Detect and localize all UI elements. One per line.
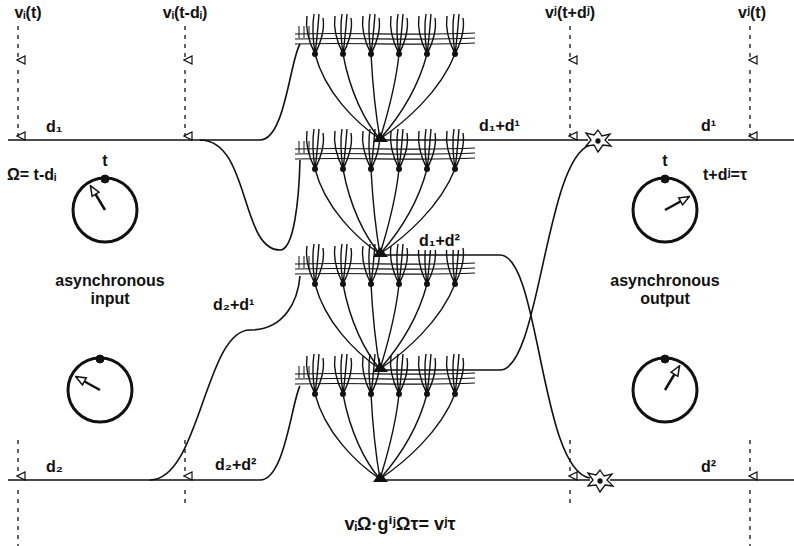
equation: vᵢΩ·gⁱʲΩτ= vʲτ: [344, 514, 457, 534]
clock-label: t: [661, 152, 668, 170]
purkinje-neuron: [295, 14, 475, 482]
delay-label: d₂+d²: [214, 456, 257, 474]
signal-name: vᵢ(t): [13, 4, 42, 22]
signal-name: vᵢ(t-dᵢ): [162, 4, 209, 22]
delay-label: d²: [700, 458, 717, 476]
input-fibre: [8, 44, 300, 480]
signal-name: vʲ(t+dʲ): [544, 4, 596, 22]
delay-label: d₁+d¹: [478, 117, 521, 135]
clock-label: Ω= t-dᵢ: [6, 166, 57, 184]
delay-label: d₁+d²: [418, 232, 461, 250]
delay-label: d¹: [700, 117, 717, 135]
delay-label: d₂: [45, 458, 64, 476]
clock-label: t: [101, 152, 108, 170]
delay-label: d₁: [45, 118, 63, 136]
group-label: asynchronous output: [594, 272, 736, 308]
signal-name: vʲ(t): [737, 4, 767, 22]
time-line: [18, 26, 750, 546]
star-cell: [586, 130, 613, 492]
group-label: asynchronous input: [44, 272, 176, 308]
delay-label: d₂+d¹: [212, 296, 255, 314]
clock-label: t+dʲ=τ: [702, 166, 748, 184]
output-fibre: [385, 140, 794, 480]
